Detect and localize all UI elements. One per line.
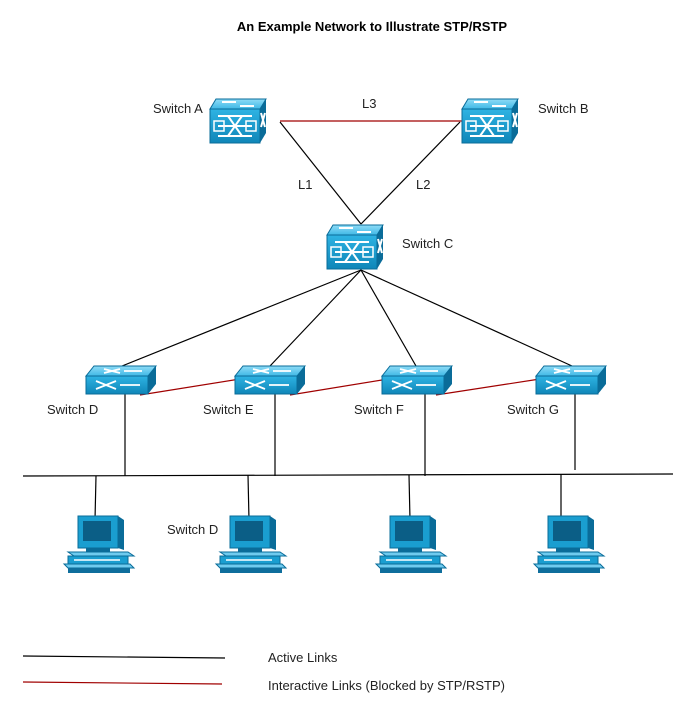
link-f-g [435, 378, 541, 396]
drop-pc-2 [247, 474, 250, 521]
switch-e-label: Switch E [203, 402, 254, 417]
switch-d-icon [85, 365, 157, 395]
workstation-3-icon [375, 515, 447, 574]
workstation-label: Switch D [167, 522, 218, 537]
switch-c-icon [326, 224, 384, 270]
switch-a-label: Switch A [153, 101, 203, 116]
legend-active-label: Active Links [268, 650, 338, 665]
link-l3-label: L3 [362, 96, 376, 111]
link-l1-label: L1 [298, 177, 312, 192]
switch-e-icon [234, 365, 306, 395]
legend: Active Links Interactive Links (Blocked … [22, 650, 505, 693]
blocked-links [139, 120, 541, 396]
link-e-f [289, 378, 389, 396]
legend-blocked-label: Interactive Links (Blocked by STP/RSTP) [268, 678, 505, 693]
link-c-e [269, 269, 362, 367]
drop-pc-3 [408, 474, 411, 521]
link-l2 [360, 121, 461, 225]
link-d-e [139, 378, 241, 396]
active-links [22, 121, 674, 521]
switch-f-icon [381, 365, 453, 395]
link-c-d [121, 269, 362, 367]
link-l1 [279, 121, 362, 225]
lan-segment [22, 473, 674, 477]
legend-active-swatch [22, 655, 226, 659]
switch-f-label: Switch F [354, 402, 404, 417]
workstation-4-icon [533, 515, 605, 574]
legend-blocked-swatch [22, 681, 223, 685]
link-c-f [360, 269, 417, 367]
switch-a-icon [209, 98, 267, 144]
workstation-2-icon [215, 515, 287, 574]
switch-b-label: Switch B [538, 101, 589, 116]
workstation-1-icon [63, 515, 135, 574]
link-c-g [360, 269, 573, 367]
switch-g-icon [535, 365, 607, 395]
link-l2-label: L2 [416, 177, 430, 192]
switch-c-label: Switch C [402, 236, 453, 251]
switch-d-label: Switch D [47, 402, 98, 417]
drop-pc-1 [94, 475, 97, 521]
switch-g-label: Switch G [507, 402, 559, 417]
diagram-title: An Example Network to Illustrate STP/RST… [237, 19, 507, 34]
switch-b-icon [461, 98, 519, 144]
